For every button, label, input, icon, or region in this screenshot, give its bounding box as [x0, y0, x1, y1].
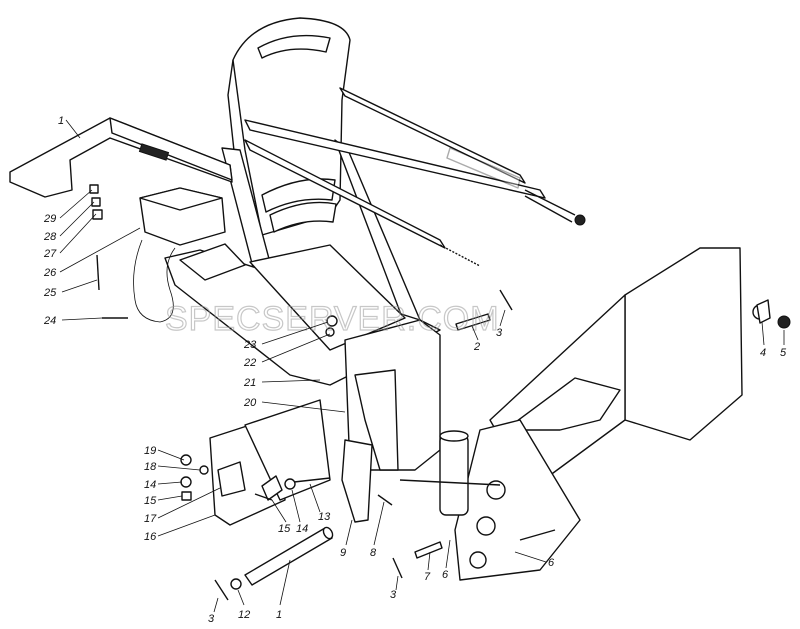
junction-box: [139, 187, 226, 246]
damper-cylinder: [399, 430, 501, 516]
callout-15-mid: 15: [278, 523, 291, 535]
callout-1-bottom: 1: [276, 609, 282, 621]
callout-18: 18: [144, 461, 157, 473]
callout-25: 25: [43, 287, 57, 299]
callout-4: 4: [760, 347, 766, 359]
callout-28: 28: [43, 231, 57, 243]
callout-2: 2: [473, 341, 480, 353]
callout-15-left: 15: [144, 495, 157, 507]
cable: [133, 239, 176, 323]
right-stand: [454, 247, 743, 581]
seat-back-slats: [261, 178, 337, 233]
callout-8: 7: [424, 571, 431, 583]
adjust-rods: [244, 87, 586, 267]
callout-29: 29: [43, 213, 56, 225]
callout-20: 20: [243, 397, 257, 409]
callout-22: 22: [243, 357, 256, 369]
callout-1-top: 1: [58, 115, 64, 127]
callout-26: 26: [43, 267, 57, 279]
lower-left-bracket: [209, 399, 331, 526]
left-slide-bracket: [9, 117, 233, 198]
callout-27: 27: [43, 248, 57, 260]
callout-6: 6: [548, 557, 555, 569]
callout-24: 24: [43, 315, 56, 327]
seat-riser: [341, 319, 441, 523]
callout-3-bottom-mid: 3: [390, 589, 397, 601]
callouts: 1 29 28 27 26 25 24 23 22 21 20 19 18 14…: [43, 115, 787, 625]
callout-14-left: 14: [144, 479, 156, 491]
callout-21: 21: [243, 377, 256, 389]
callout-16: 16: [144, 531, 157, 543]
callout-14-mid: 14: [296, 523, 308, 535]
leader-lines: [59, 119, 785, 613]
callout-13: 13: [318, 511, 331, 523]
callout-5: 5: [780, 347, 787, 359]
callout-3-bottom-left: 3: [208, 613, 215, 625]
callout-17: 17: [144, 513, 157, 525]
watermark: SPECSERVER.COM: [165, 300, 500, 338]
long-pin: [244, 526, 334, 586]
callout-12: 12: [238, 609, 250, 621]
callout-23: 23: [243, 339, 257, 351]
fasteners: [89, 184, 791, 601]
callout-3-right: 3: [496, 327, 503, 339]
callout-19: 19: [144, 445, 156, 457]
callout-9: 8: [370, 547, 377, 559]
callout-10: 9: [340, 547, 346, 559]
callout-7: 6: [442, 569, 449, 581]
